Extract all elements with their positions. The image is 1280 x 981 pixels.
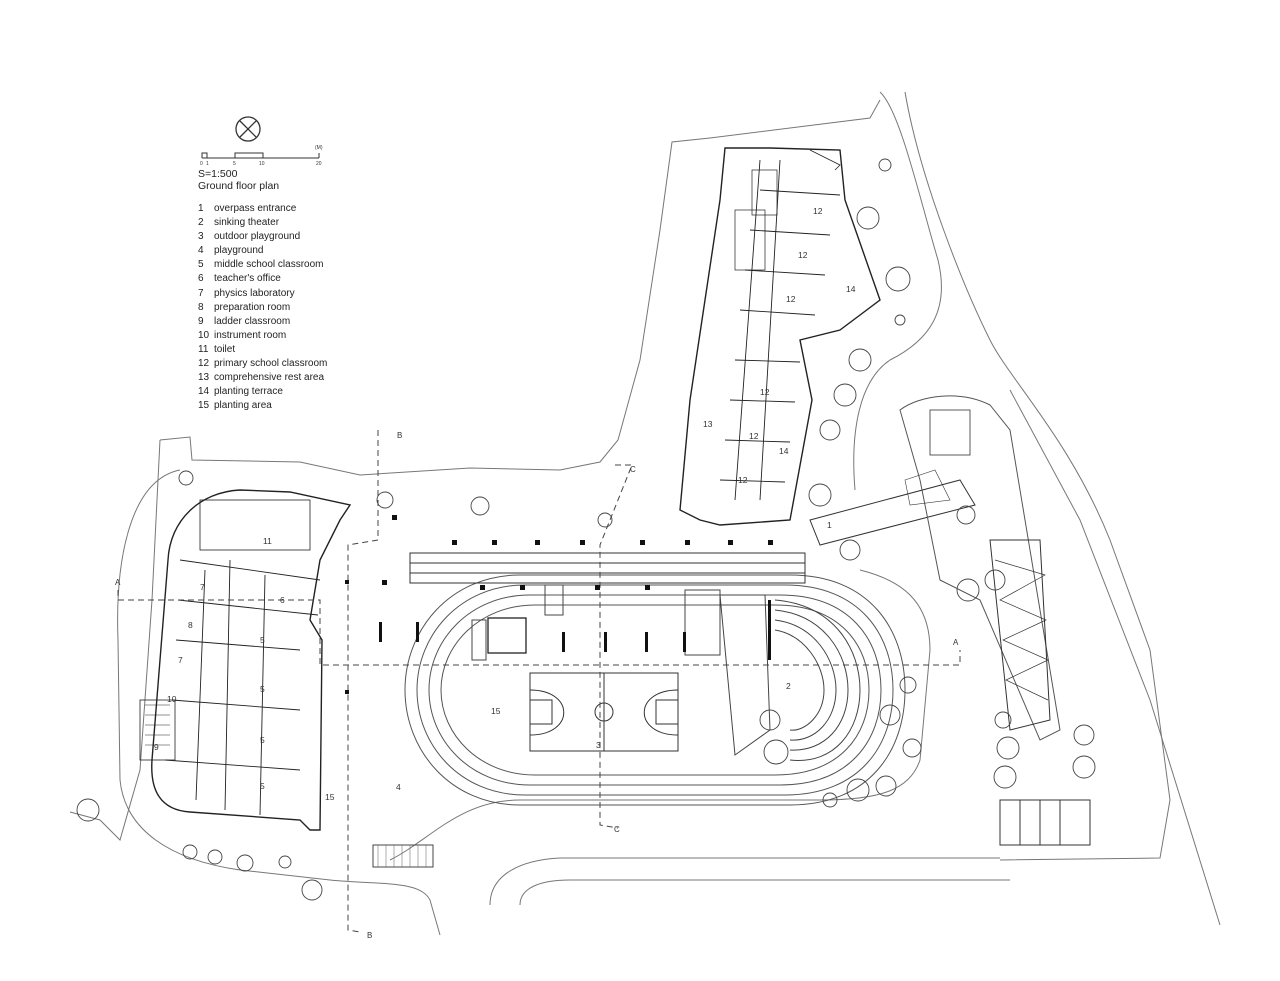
stair-block — [471, 619, 487, 661]
room-tag: 7 — [200, 582, 205, 592]
room-tag: 9 — [154, 742, 159, 752]
room-tag: 12 — [786, 294, 796, 304]
svg-text:10: 10 — [259, 161, 265, 167]
road-curve-west — [117, 469, 441, 936]
road-outline — [159, 99, 881, 476]
room-tag: 4 — [396, 782, 401, 792]
section-b-top: B — [397, 431, 402, 440]
svg-text:1: 1 — [206, 161, 209, 167]
room-tag: 13 — [703, 419, 713, 429]
room-tag: 11 — [263, 536, 272, 546]
overpass — [809, 395, 1091, 846]
room-tag: 12 — [749, 431, 759, 441]
west-building — [139, 489, 352, 831]
running-track — [404, 574, 906, 806]
south-road — [489, 857, 1000, 906]
pavilion — [487, 617, 527, 654]
room-tag: 1 — [827, 520, 832, 530]
room-tag: 15 — [325, 792, 335, 802]
room-tag: 7 — [178, 655, 183, 665]
far-east-road — [1009, 389, 1221, 926]
room-tag: 12 — [738, 475, 748, 485]
room-tag: 5 — [260, 781, 265, 791]
room-tag: 12 — [798, 250, 808, 260]
road-curve-east — [853, 91, 942, 491]
section-c-top: C — [630, 465, 636, 474]
south-curve — [389, 569, 931, 861]
room-tag: 5 — [260, 635, 265, 645]
north-building — [679, 147, 881, 526]
scale-bar — [201, 152, 320, 159]
room-tag: 15 — [491, 706, 501, 716]
section-b-bottom: B — [367, 931, 372, 940]
room-tag: 6 — [280, 595, 285, 605]
section-c-bottom: C — [614, 825, 620, 834]
columns — [345, 515, 773, 694]
scale-bar-labels: 0 1 5 10 20 (M) — [200, 145, 323, 167]
svg-text:(M): (M) — [315, 145, 323, 151]
scale-label: S=1:500 — [198, 168, 238, 180]
room-tags: 1 2 3 4 5 5 5 5 6 7 7 8 9 10 11 12 12 12… — [154, 206, 856, 802]
stair-block-2 — [544, 584, 564, 616]
section-a-left: A — [115, 578, 121, 587]
room-tag: 14 — [846, 284, 856, 294]
room-tag: 8 — [188, 620, 193, 630]
plan-title: Ground floor plan — [198, 180, 280, 192]
svg-text:20: 20 — [316, 161, 322, 167]
section-a-right: A — [953, 638, 959, 647]
road-edge-north — [69, 439, 161, 841]
sinking-theater — [684, 589, 861, 761]
room-tag: 12 — [813, 206, 823, 216]
section-markers: A A B B C C — [115, 431, 959, 940]
east-road — [904, 91, 1171, 861]
room-tag: 10 — [167, 694, 177, 704]
section-lines — [117, 430, 961, 933]
room-tag: 12 — [760, 387, 770, 397]
north-arrow-icon — [235, 116, 261, 142]
room-tag: 3 — [596, 740, 601, 750]
room-tag: 5 — [260, 735, 265, 745]
basketball-court — [529, 672, 679, 752]
trees — [76, 158, 1096, 901]
stair-west-plaza — [372, 844, 434, 868]
south-road-2 — [519, 879, 1010, 906]
room-tag: 2 — [786, 681, 791, 691]
svg-text:0: 0 — [200, 161, 203, 167]
svg-text:5: 5 — [233, 161, 236, 167]
canopy — [409, 552, 806, 584]
room-tag: 14 — [779, 446, 789, 456]
room-tag: 5 — [260, 684, 265, 694]
